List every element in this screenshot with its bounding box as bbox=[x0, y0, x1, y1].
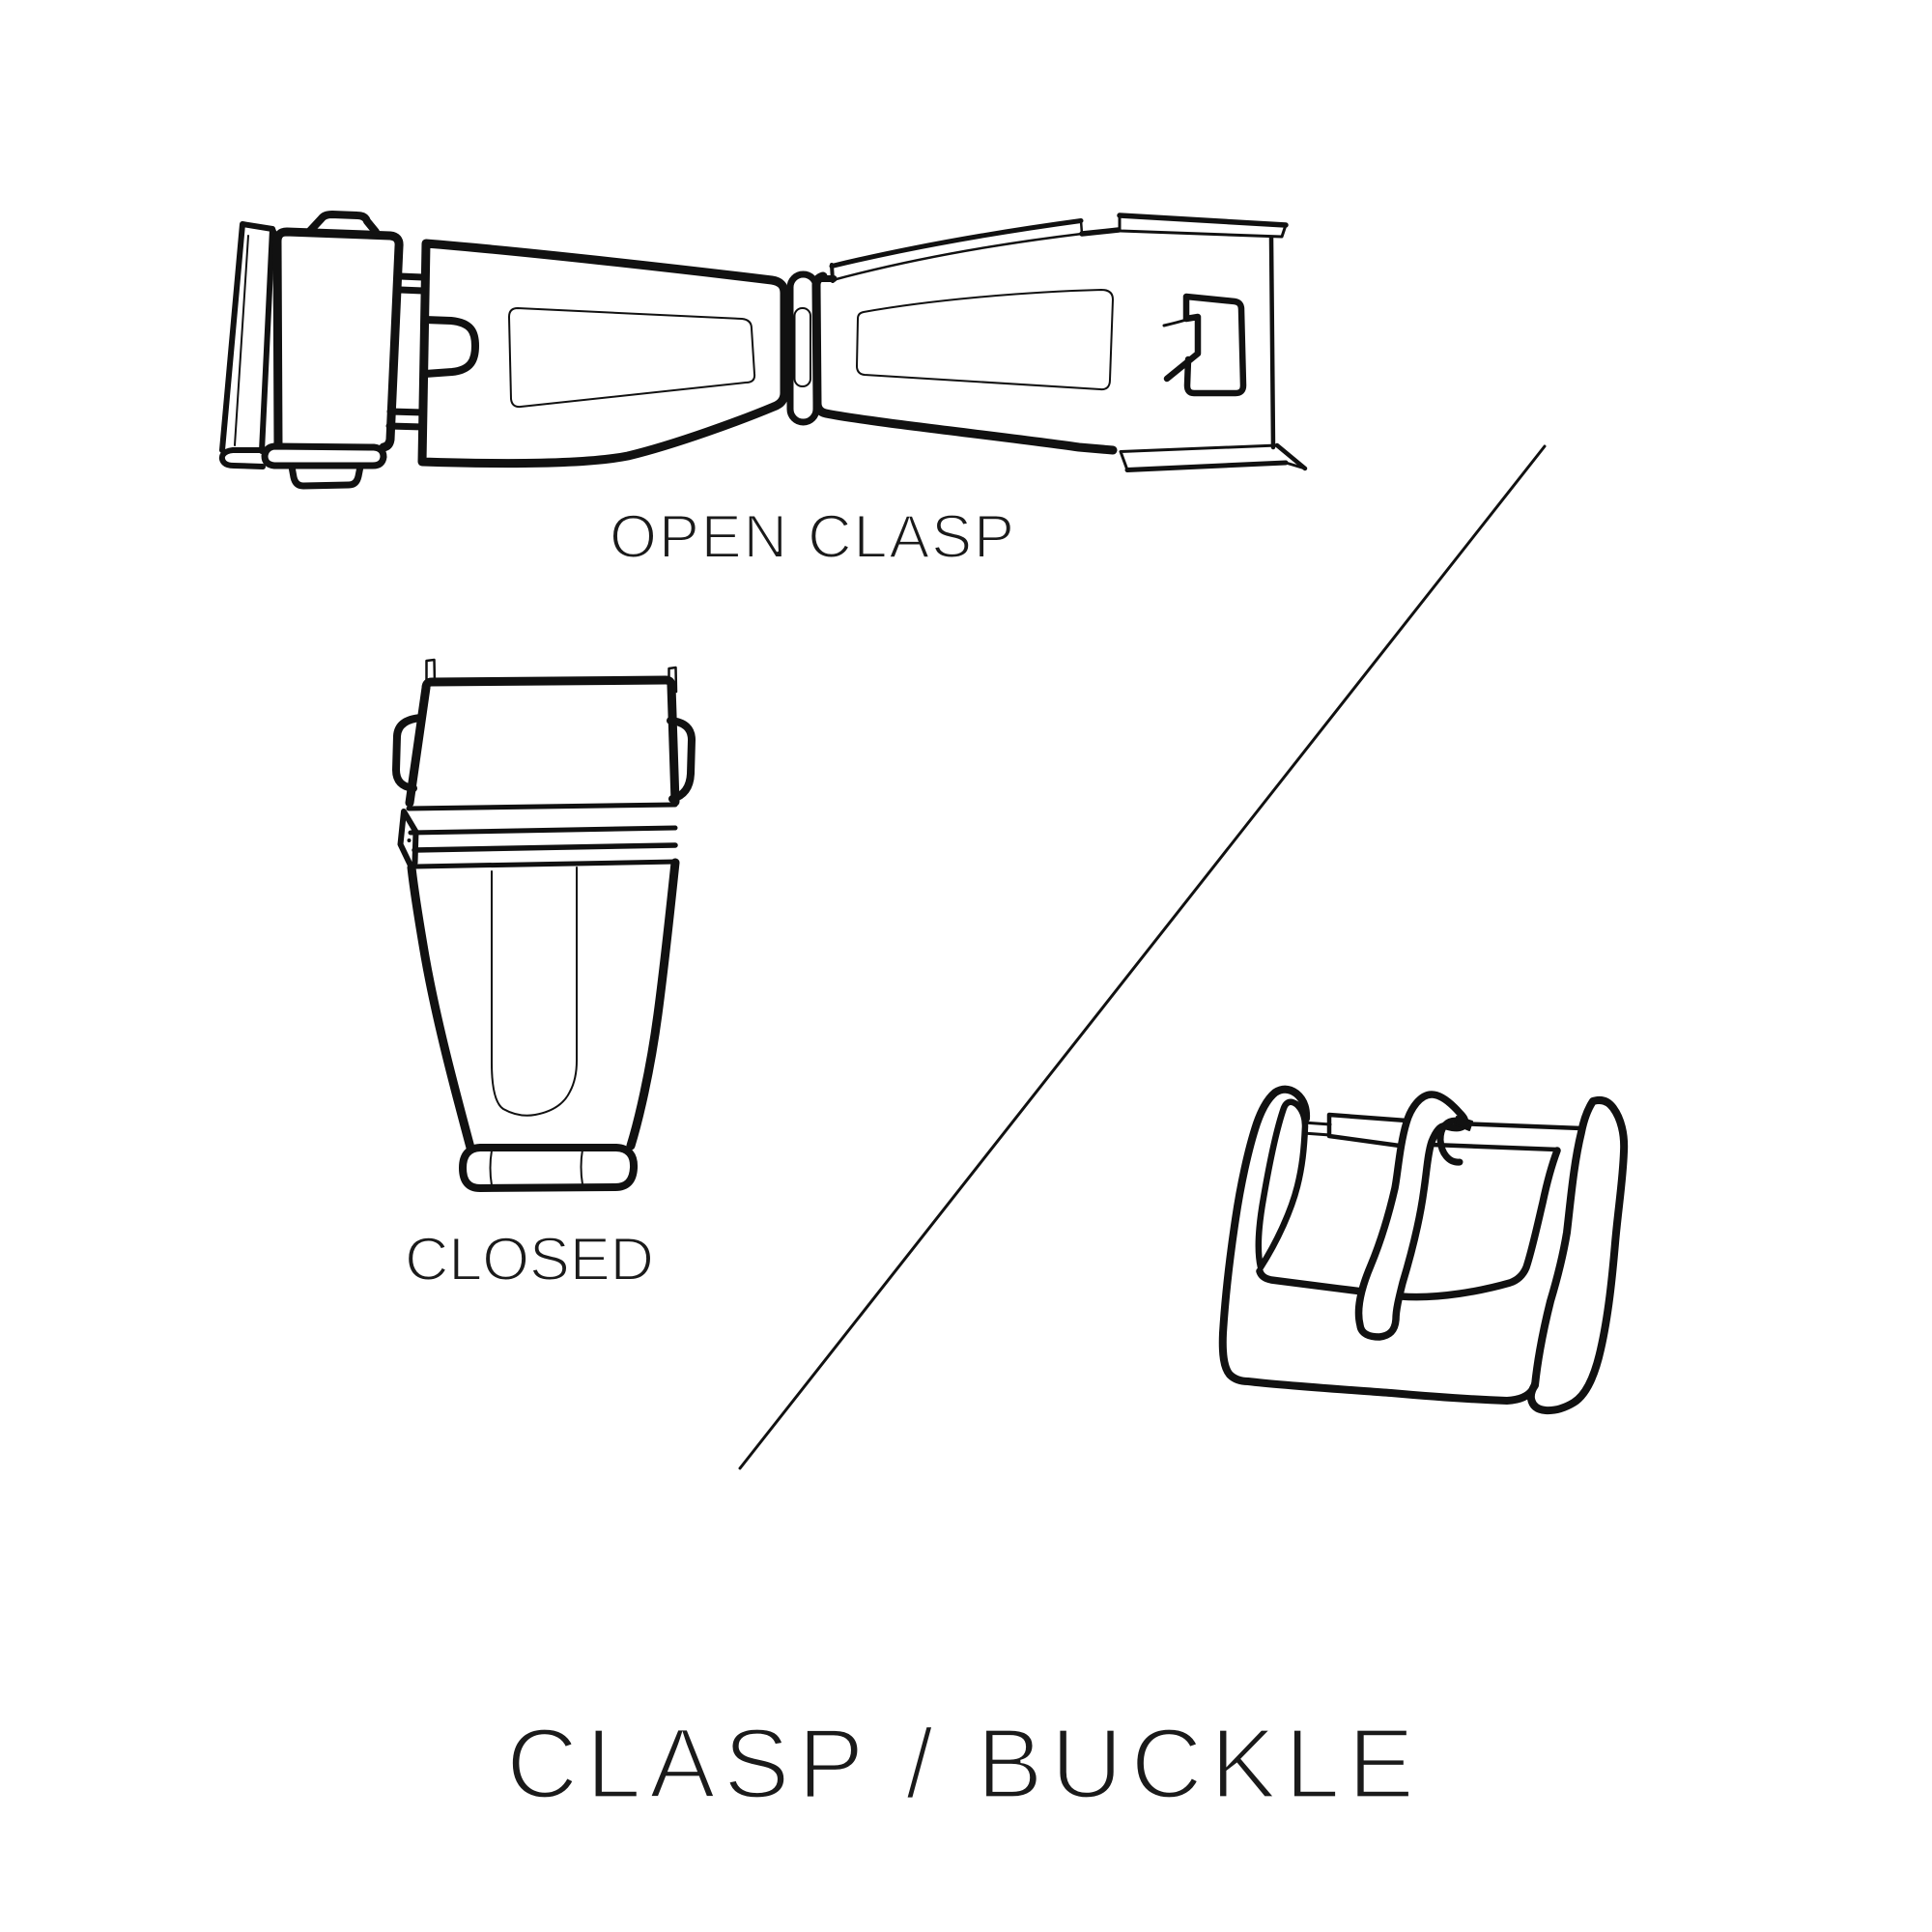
svg-text:CLASP / BUCKLE: CLASP / BUCKLE bbox=[506, 1708, 1428, 1819]
svg-text:OPEN CLASP: OPEN CLASP bbox=[610, 503, 1022, 571]
svg-text:CLOSED: CLOSED bbox=[405, 1226, 662, 1293]
